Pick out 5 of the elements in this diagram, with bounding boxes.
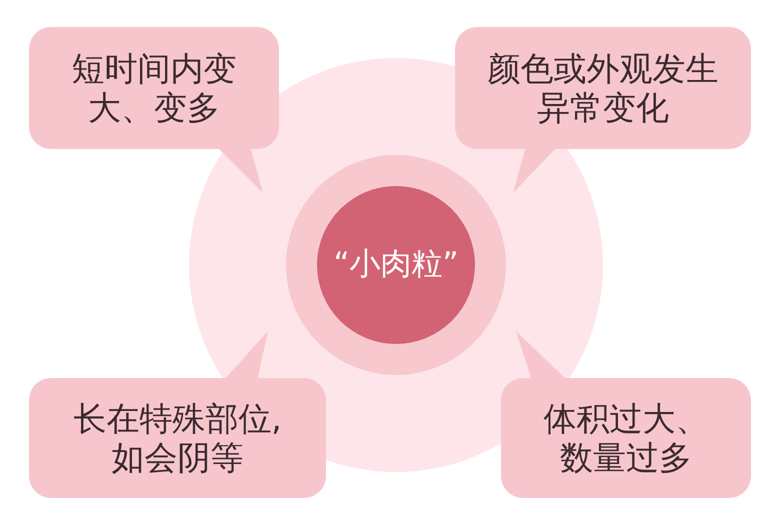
callout-text: 体积过大、数量过多 [544, 398, 708, 477]
callout-text: 长在特殊部位,如会阴等 [73, 398, 282, 477]
circle-label: “小肉粒” [333, 246, 459, 282]
callout-text: 短时间内变大、变多 [72, 48, 236, 127]
callout-text: 颜色或外观发生异常变化 [488, 48, 718, 127]
